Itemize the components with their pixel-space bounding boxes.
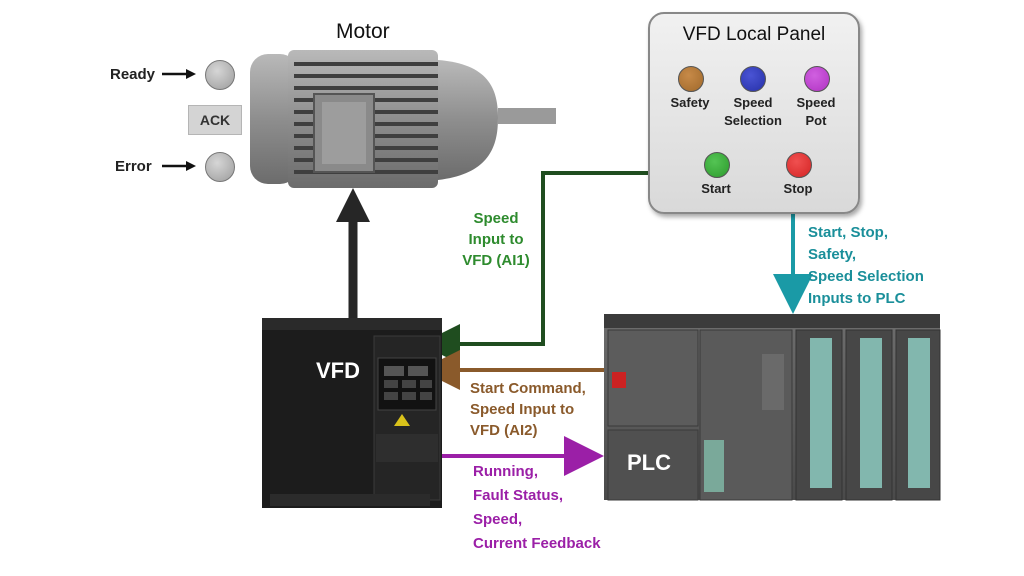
plc-inputs-label: Start, Stop, Safety, Speed Selection Inp… <box>808 224 924 307</box>
start-label: Start <box>701 181 731 196</box>
speed-selection-label: Speed Selection <box>724 95 782 128</box>
vfd-device <box>262 318 442 508</box>
safety-button[interactable] <box>678 66 704 92</box>
ack-button[interactable]: ACK <box>188 105 242 135</box>
start-button[interactable] <box>704 152 730 178</box>
speed-selection-button[interactable] <box>740 66 766 92</box>
error-indicator-lamp <box>205 152 235 182</box>
panel-title: VFD Local Panel <box>682 24 826 45</box>
stop-button[interactable] <box>786 152 812 178</box>
motor-illustration <box>250 50 556 188</box>
feedback-label: Running, Fault Status, Speed, Current Fe… <box>473 463 601 552</box>
start-command-label: Start Command, Speed Input to VFD (AI2) <box>470 380 586 439</box>
speed-input-ai1-line <box>420 171 648 364</box>
plc-label: PLC <box>627 450 671 475</box>
speed-pot-button[interactable] <box>804 66 830 92</box>
stop-label: Stop <box>783 181 813 196</box>
vfd-label: VFD <box>316 358 360 383</box>
safety-label: Safety <box>670 95 710 110</box>
motor-title: Motor <box>336 20 390 43</box>
speed-pot-label: Speed Pot <box>796 95 836 128</box>
speed-input-ai1-label: Speed Input to VFD (AI1) <box>462 210 530 269</box>
vfd-local-panel: VFD Local Panel Safety Speed Selection S… <box>648 12 860 214</box>
plc-device <box>604 314 941 501</box>
ready-indicator-lamp <box>205 60 235 90</box>
error-label: Error <box>115 158 152 175</box>
ready-label: Ready <box>110 66 156 83</box>
